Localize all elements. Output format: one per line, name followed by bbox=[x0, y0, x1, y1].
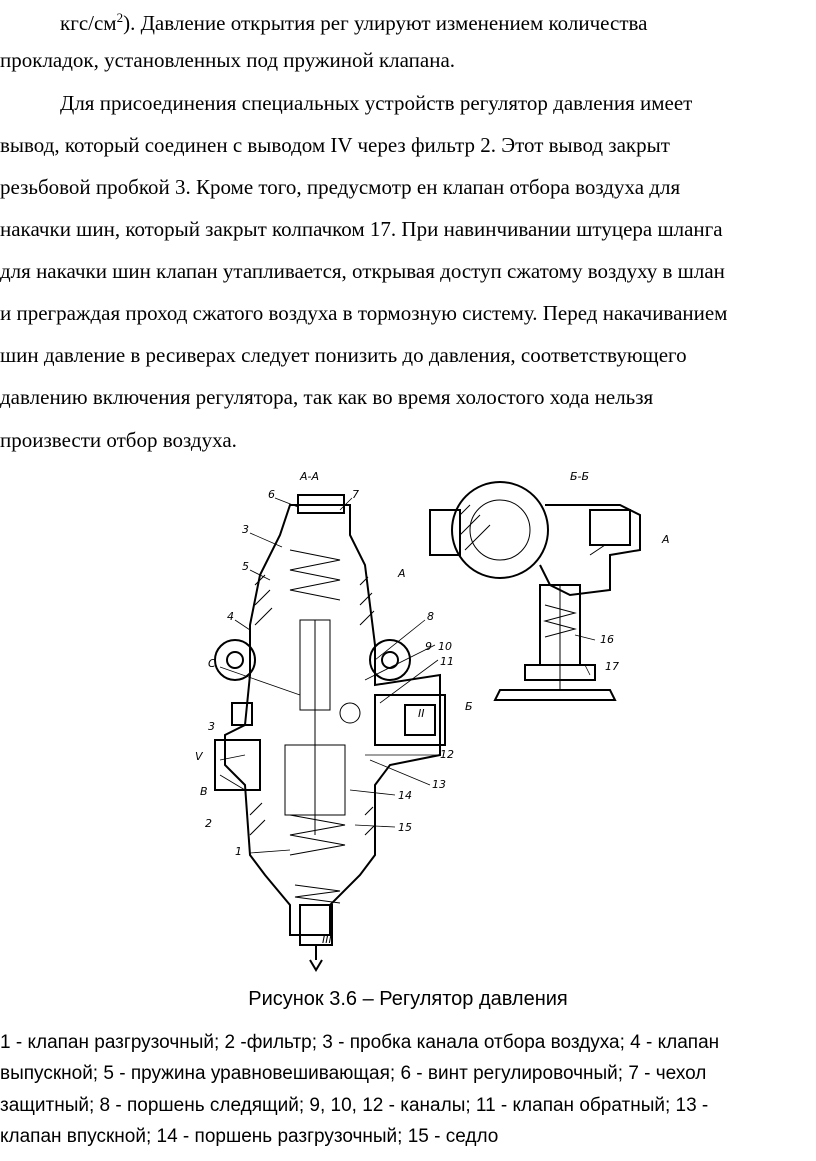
technical-drawing: А-А Б-Б 6 7 3 5 4 8 9 10 11 С 3 II 12 13… bbox=[195, 470, 670, 972]
label-3-top: 3 bbox=[242, 523, 249, 536]
text-line: для накачки шин клапан утапливается, отк… bbox=[0, 259, 725, 283]
legend-line: клапан впускной; 14 - поршень разгрузочн… bbox=[0, 1126, 499, 1147]
text-line: вывод, который соединен с выводом IV чер… bbox=[0, 133, 670, 157]
label-6: 6 bbox=[268, 488, 275, 501]
label-b-right: Б bbox=[465, 700, 473, 713]
label-9: 9 bbox=[425, 640, 432, 653]
label-10: 10 bbox=[438, 640, 452, 653]
label-4: 4 bbox=[227, 610, 234, 623]
figure-caption: Рисунок 3.6 – Регулятор давления bbox=[248, 988, 568, 1010]
label-a-left: А bbox=[397, 567, 406, 580]
label-1: 1 bbox=[235, 845, 242, 858]
label-15: 15 bbox=[398, 821, 412, 834]
superscript: 2 bbox=[116, 10, 124, 25]
label-12: 12 bbox=[440, 748, 454, 761]
label-2: 2 bbox=[205, 817, 212, 830]
label-a-right: А bbox=[661, 533, 670, 546]
label-iii: III bbox=[322, 933, 332, 946]
text-line: шин давление в ресиверах следует понизит… bbox=[0, 343, 687, 367]
text-line: кгс/см2). Давление открытия рег улируют … bbox=[60, 6, 647, 35]
label-11: 11 bbox=[440, 655, 454, 668]
label-b: В bbox=[200, 785, 208, 798]
text-line: Для присоединения специальных устройств … bbox=[60, 91, 693, 115]
pressure-regulator-drawing: А-А Б-Б 6 7 3 5 4 8 9 10 11 С 3 II 12 13… bbox=[190, 455, 810, 980]
label-16: 16 bbox=[600, 633, 614, 646]
label-c: С bbox=[208, 657, 216, 670]
legend-line: защитный; 8 - поршень следящий; 9, 10, 1… bbox=[0, 1095, 709, 1116]
label-17: 17 bbox=[605, 660, 619, 673]
label-section-bb: Б-Б bbox=[570, 470, 589, 483]
text-line: накачки шин, который закрыт колпачком 17… bbox=[0, 217, 723, 241]
text-fragment: кгс/см bbox=[60, 11, 117, 35]
label-8: 8 bbox=[427, 610, 434, 623]
legend-line: 1 - клапан разгрузочный; 2 -фильтр; 3 - … bbox=[0, 1032, 720, 1053]
label-ii: II bbox=[418, 707, 425, 720]
text-line: прокладок, установленных под пружиной кл… bbox=[0, 48, 456, 72]
text-line: резьбовой пробкой 3. Кроме того, предусм… bbox=[0, 175, 681, 199]
legend-line: выпускной; 5 - пружина уравновешивающая;… bbox=[0, 1063, 707, 1084]
text-line: и преграждая проход сжатого воздуха в то… bbox=[0, 301, 728, 325]
label-14: 14 bbox=[398, 789, 412, 802]
label-v: V bbox=[195, 750, 204, 763]
label-5: 5 bbox=[242, 560, 249, 573]
label-13: 13 bbox=[432, 778, 446, 791]
label-section-aa: А-А bbox=[299, 470, 319, 483]
text-line: давлению включения регулятора, так как в… bbox=[0, 385, 654, 409]
text-fragment: ). Давление открытия рег улируют изменен… bbox=[123, 11, 648, 35]
label-7: 7 bbox=[352, 488, 359, 501]
label-3: 3 bbox=[208, 720, 215, 733]
text-line: произвести отбор воздуха. bbox=[0, 428, 237, 452]
